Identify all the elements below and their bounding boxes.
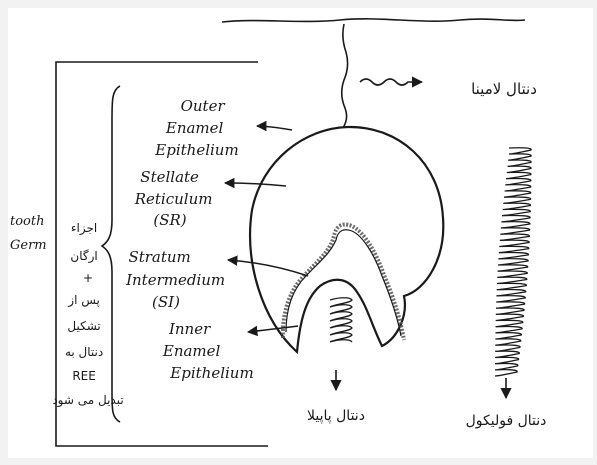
oee-pointer-arrow (257, 126, 292, 130)
oee-label-line1: Outer (181, 97, 226, 115)
si-label-line3: (SI) (152, 293, 180, 311)
si-label-line1: Stratum (128, 248, 190, 266)
side-note-1: اجزاء (71, 221, 97, 236)
oee-label-line3: Epithelium (154, 141, 238, 159)
side-note-2: ارگان (70, 249, 97, 264)
side-note-7: REE (72, 369, 96, 383)
sr-label-line2: Reticulum (134, 190, 213, 208)
svg-text:tooth Germ: tooth Germ (10, 214, 49, 253)
svg-text:Stratum Intermedium: Stratum Intermedium (SI) (125, 248, 230, 311)
tooth-germ-line1: tooth (10, 214, 44, 229)
dental-follicle-label: دنتال فولیکول (466, 413, 547, 429)
svg-text:Outer Enamel Epith: Outer Enamel Epithelium (154, 97, 238, 159)
svg-text:Stellate Reticulum: Stellate Reticulum (SR) (134, 168, 218, 229)
sr-label-line3: (SR) (153, 211, 186, 229)
svg-text:اجزاء ارگان +: اجزاء ارگان + پس از تشکیل دنتال به REE ت… (52, 221, 123, 408)
svg-text:Inner Enamel Epith: Inner Enamel Epithelium (162, 320, 254, 382)
curly-brace (102, 86, 120, 422)
sr-label-line1: Stellate (140, 168, 199, 186)
lamina-pointer-arrow (360, 79, 422, 85)
side-note-6: دنتال به (65, 345, 103, 359)
dental-papilla-coil (330, 298, 352, 342)
dental-papilla-label: دنتال پاپیلا (307, 408, 365, 424)
oral-epithelium-line (222, 19, 525, 22)
side-note-5: تشکیل (67, 319, 100, 333)
side-note-8: تبدیل می شود (52, 393, 123, 408)
dental-lamina-stalk (342, 24, 348, 128)
iee-label-line2: Enamel (162, 342, 221, 360)
dental-follicle-coil (495, 148, 531, 376)
tooth-germ-line2: Germ (10, 238, 47, 253)
iee-label-line3: Epithelium (169, 364, 253, 382)
iee-label-line1: Inner (168, 320, 211, 338)
oee-label-line2: Enamel (165, 119, 224, 137)
side-note-3: + (83, 271, 93, 285)
dental-lamina-label: دنتال لامینا (471, 80, 537, 98)
si-label-line2: Intermedium (125, 271, 225, 289)
side-note-4: پس از (67, 293, 100, 308)
